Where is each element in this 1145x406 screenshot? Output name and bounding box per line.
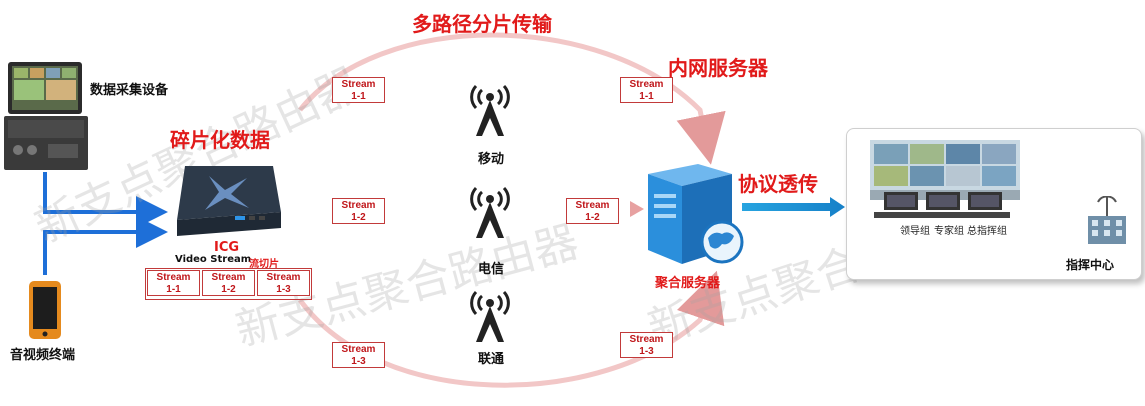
icg-stream-group (145, 268, 312, 300)
workstation-icons (874, 192, 1010, 218)
multipath-title: 多路径分片传输 (412, 12, 552, 36)
cell-tower-icon (470, 290, 510, 342)
fragment-data-title: 碎片化数据 (170, 128, 270, 152)
icg-device-icon (177, 166, 281, 236)
cell-tower-icon (470, 186, 510, 238)
carrier-label-unicom: 联通 (478, 352, 505, 367)
group-label-leader: 领导组 (900, 226, 930, 237)
phone-icon (29, 281, 61, 339)
capture-device-label: 数据采集设备 (90, 83, 169, 98)
feed-line-capture (43, 172, 168, 228)
video-stream-label: Video Stream (175, 254, 252, 265)
intranet-server-title: 内网服务器 (668, 56, 768, 80)
feed-line-terminal (43, 216, 168, 275)
stream-slice-label: 流切片 (249, 259, 279, 270)
group-label-command: 总指挥组 (967, 226, 1007, 237)
protocol-title: 协议透传 (738, 172, 818, 196)
protocol-arrow (742, 197, 845, 217)
capture-device-icon (4, 62, 88, 170)
cell-tower-icon (470, 84, 510, 136)
carrier-label-telecom: 电信 (478, 262, 505, 277)
carrier-label-mobile: 移动 (478, 152, 505, 167)
terminal-label: 音视频终端 (10, 348, 76, 363)
command-center-label: 指挥中心 (1066, 258, 1115, 272)
group-label-expert: 专家组 (934, 226, 964, 237)
building-icon (1088, 196, 1126, 244)
aggregation-server-icon (648, 164, 744, 264)
icg-label: ICG (214, 240, 240, 255)
aggregation-server-label: 聚合服务器 (655, 276, 721, 291)
